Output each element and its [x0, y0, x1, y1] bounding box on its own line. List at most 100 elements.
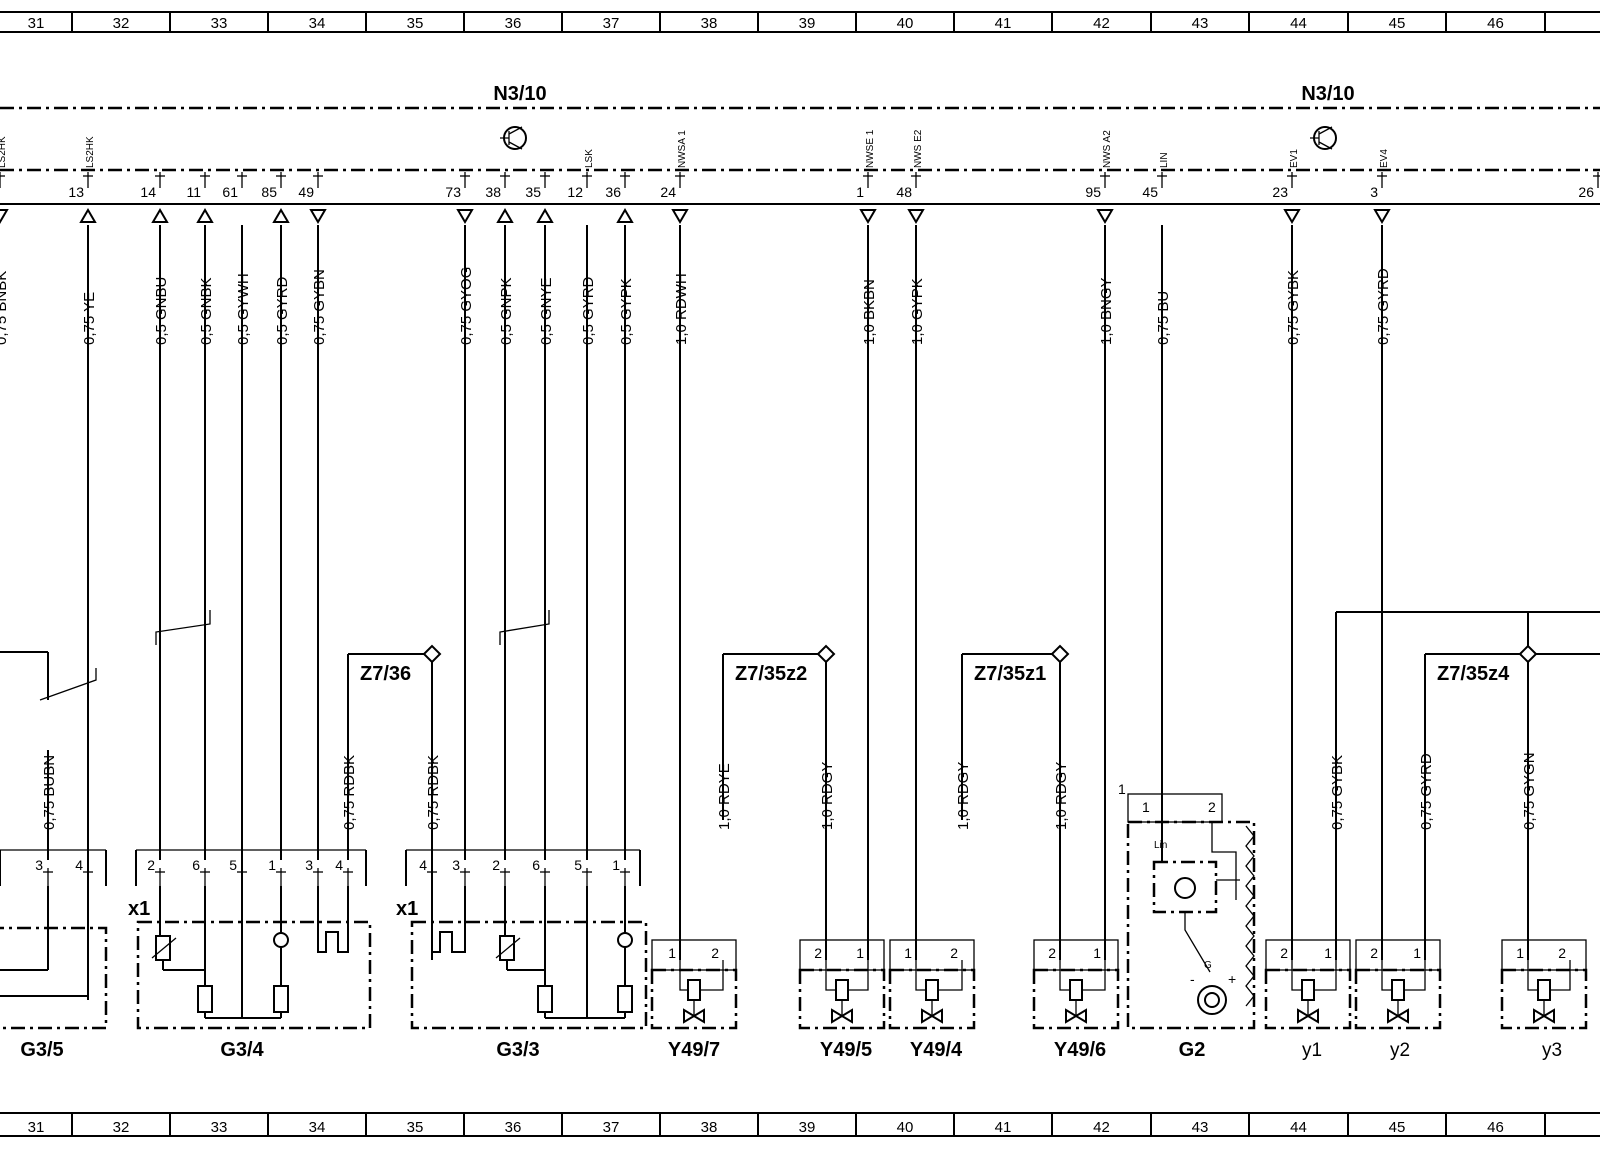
ruler-label-42: 42: [1093, 15, 1110, 32]
arrow-up-icon: [616, 208, 634, 223]
wire-label: 0,75 BUBN: [41, 755, 58, 830]
g2-terminal: 1: [1118, 781, 1126, 797]
ruler-label-34: 34: [309, 15, 326, 32]
component-label: Y49/5: [820, 1039, 872, 1061]
solenoid-icon: [1301, 979, 1315, 1001]
component-label: G2: [1179, 1039, 1206, 1061]
plug-pin-number: 4: [335, 857, 343, 873]
resistor-icon: [537, 985, 553, 1013]
component-label: Y49/7: [668, 1039, 720, 1061]
arrow-down-icon: [671, 209, 689, 224]
minus-label: -: [1190, 971, 1195, 987]
arrow-up-icon: [196, 208, 214, 223]
wire-label: 0,75 BNBK: [0, 271, 10, 345]
solenoid-icon: [687, 979, 701, 1001]
valve-plug: [1033, 939, 1119, 971]
valve-pin-number: 1: [856, 945, 864, 961]
wire-label: 0,5 GNBK: [198, 277, 215, 345]
valve-wire: [915, 976, 963, 991]
splice-diamond-icon: [422, 644, 442, 664]
wire-label: 0,75 GYBK: [1329, 755, 1346, 830]
ruler-label-39: 39: [799, 1119, 816, 1136]
valve-pin-number: 1: [1516, 945, 1524, 961]
valve-box: [888, 968, 976, 1030]
g2-wire: [1184, 912, 1211, 973]
wire-label: 1,0 BNGY: [1098, 277, 1115, 345]
wire-label: 0,75 RDBK: [341, 755, 358, 830]
stator-winding-icon: [1245, 825, 1255, 1007]
components: [0, 644, 1588, 1030]
component-box: [136, 920, 372, 1030]
resistor-icon: [273, 985, 289, 1013]
signal-name: LIN: [1159, 152, 1170, 168]
component-label: G3/3: [496, 1039, 539, 1061]
ruler-label-33: 33: [211, 1119, 228, 1136]
wire-label: 0,5 GNYE: [538, 277, 555, 345]
plug-pin-number: 4: [75, 857, 83, 873]
pin-number: 35: [525, 184, 541, 200]
plug-pin-number: 1: [268, 857, 276, 873]
splice-label: Z7/35z4: [1437, 663, 1510, 685]
arrow-down-icon: [456, 209, 474, 224]
shield-break: [499, 610, 550, 645]
module-label: N3/10: [493, 83, 546, 105]
arrow-down-icon: [309, 209, 327, 224]
arrow-up-icon: [79, 208, 97, 223]
pin-number: 48: [896, 184, 912, 200]
ruler-label-45: 45: [1389, 1119, 1406, 1136]
wire-label: 0,75 GYRD: [1375, 268, 1392, 345]
ruler-label-32: 32: [113, 1119, 130, 1136]
valve-pin-number: 1: [1413, 945, 1421, 961]
ruler-label-46: 46: [1487, 15, 1504, 32]
plug-pin-number: 2: [147, 857, 155, 873]
signal-name: NWSE 1: [865, 129, 876, 168]
wire-label: 1,0 RDYE: [716, 763, 733, 830]
plus-label: +: [1228, 971, 1236, 987]
plug-pin-number: 3: [305, 857, 313, 873]
x1-label: x1: [128, 898, 150, 920]
ruler-label-35: 35: [407, 15, 424, 32]
generator-icon: [1197, 985, 1227, 1015]
pin-number: 14: [140, 184, 156, 200]
valve-wire: [1291, 976, 1337, 991]
valve-pin-number: 2: [1048, 945, 1056, 961]
component-label: y3: [1542, 1040, 1562, 1061]
plug-pin-number: 4: [419, 857, 427, 873]
wire-label: 0,75 BU: [1155, 291, 1172, 345]
pin-number: 49: [298, 184, 314, 200]
valve-wire: [1059, 976, 1106, 991]
pin-number: 11: [186, 184, 201, 200]
solenoid-icon: [925, 979, 939, 1001]
valve-wire: [1527, 976, 1571, 991]
valve-box: [1500, 968, 1588, 1030]
valve-plug: [1355, 939, 1441, 971]
pin-number: 95: [1085, 184, 1101, 200]
valve-box: [1354, 968, 1442, 1030]
component-box: [0, 926, 108, 1030]
component-box: [410, 920, 648, 1030]
component-label: y2: [1390, 1040, 1410, 1061]
shield-break: [155, 610, 211, 645]
valve-pin-number: 2: [711, 945, 719, 961]
ruler-label-42: 42: [1093, 1119, 1110, 1136]
valve-icon: [683, 1008, 705, 1024]
ruler-label-37: 37: [603, 1119, 620, 1136]
wire-label: 0,5 GNPK: [498, 277, 515, 345]
valve-pin-number: 2: [950, 945, 958, 961]
valve-wire: [825, 976, 869, 991]
ruler-label-43: 43: [1192, 1119, 1209, 1136]
component-label: G3/5: [20, 1039, 63, 1061]
component-label: y1: [1302, 1040, 1322, 1061]
plug-pin-number: 6: [532, 857, 540, 873]
module-label: N3/10: [1301, 83, 1354, 105]
wire-label: 1,0 GYPK: [909, 278, 926, 345]
ruler-label-31: 31: [28, 1119, 45, 1136]
transistor-icon: [1310, 126, 1333, 150]
ruler-label-45: 45: [1389, 15, 1406, 32]
wire-label: 0,5 GYWH: [235, 273, 252, 345]
ruler-label-41: 41: [995, 1119, 1012, 1136]
plug-pin-number: 5: [574, 857, 582, 873]
arrow-up-icon: [272, 208, 290, 223]
pulse-icon: [431, 886, 466, 953]
